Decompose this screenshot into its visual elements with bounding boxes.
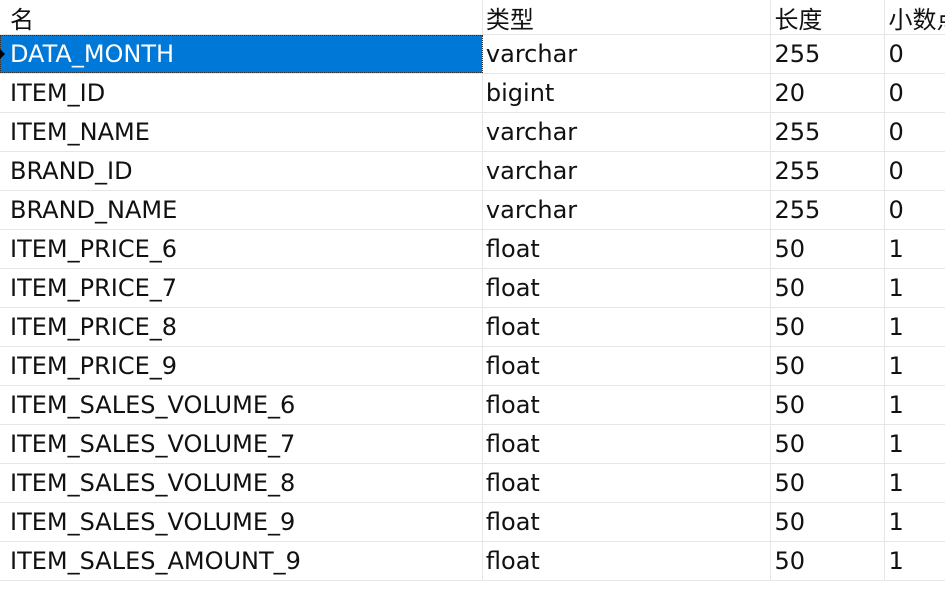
- field-type-cell[interactable]: float: [483, 425, 772, 463]
- field-type-cell[interactable]: float: [483, 386, 772, 424]
- field-length-cell[interactable]: 255: [771, 152, 886, 190]
- field-name-cell[interactable]: DATA_MONTH: [0, 35, 483, 73]
- field-type-cell[interactable]: float: [483, 503, 772, 541]
- field-decimals-cell[interactable]: 1: [888, 274, 904, 302]
- field-decimals-cell[interactable]: 1: [888, 313, 904, 341]
- field-type-cell[interactable]: float: [483, 464, 772, 502]
- field-type-cell[interactable]: float: [483, 542, 772, 580]
- field-decimals-cell[interactable]: 0: [888, 157, 904, 185]
- header-length[interactable]: 长度: [771, 0, 886, 34]
- field-name-cell[interactable]: BRAND_ID: [0, 152, 483, 190]
- field-name-cell[interactable]: ITEM_PRICE_6: [0, 230, 483, 268]
- field-decimals-cell[interactable]: 1: [888, 352, 904, 380]
- header-name[interactable]: 名: [0, 0, 483, 34]
- field-type-cell[interactable]: varchar: [483, 191, 772, 229]
- field-type-cell[interactable]: bigint: [483, 74, 772, 112]
- table-row[interactable]: ITEM_PRICE_6 float 50 1: [0, 230, 945, 269]
- field-type-cell[interactable]: float: [483, 308, 772, 346]
- field-name-cell[interactable]: ITEM_PRICE_9: [0, 347, 483, 385]
- field-decimals-cell[interactable]: 1: [888, 547, 904, 575]
- table-row[interactable]: ITEM_SALES_VOLUME_7 float 50 1: [0, 425, 945, 464]
- field-name-cell[interactable]: ITEM_PRICE_8: [0, 308, 483, 346]
- table-row[interactable]: ITEM_SALES_VOLUME_6 float 50 1: [0, 386, 945, 425]
- table-row[interactable]: ITEM_PRICE_9 float 50 1: [0, 347, 945, 386]
- field-name-cell[interactable]: ITEM_ID: [0, 74, 483, 112]
- table-row[interactable]: ITEM_PRICE_7 float 50 1: [0, 269, 945, 308]
- field-decimals-cell[interactable]: 1: [888, 391, 904, 419]
- field-decimals-cell[interactable]: 1: [888, 430, 904, 458]
- table-row[interactable]: ITEM_SALES_VOLUME_9 float 50 1: [0, 503, 945, 542]
- table-row[interactable]: ITEM_NAME varchar 255 0: [0, 113, 945, 152]
- field-decimals-cell[interactable]: 1: [888, 469, 904, 497]
- field-type-cell[interactable]: float: [483, 230, 772, 268]
- field-length-cell[interactable]: 20: [771, 74, 886, 112]
- field-decimals-cell[interactable]: 1: [888, 235, 904, 263]
- field-decimals-cell[interactable]: 0: [888, 40, 904, 68]
- table-row[interactable]: BRAND_ID varchar 255 0: [0, 152, 945, 191]
- header-decimals[interactable]: 小数点: [888, 5, 945, 34]
- field-length-cell[interactable]: 50: [771, 347, 886, 385]
- field-length-cell[interactable]: 50: [771, 269, 886, 307]
- field-type-cell[interactable]: varchar: [483, 152, 772, 190]
- table-row[interactable]: ITEM_ID bigint 20 0: [0, 74, 945, 113]
- field-type-cell[interactable]: varchar: [483, 113, 772, 151]
- field-length-cell[interactable]: 50: [771, 425, 886, 463]
- table-row[interactable]: DATA_MONTH varchar 255 0: [0, 35, 945, 74]
- field-length-cell[interactable]: 50: [771, 386, 886, 424]
- field-type-cell[interactable]: float: [483, 269, 772, 307]
- field-length-cell[interactable]: 50: [771, 464, 886, 502]
- field-length-cell[interactable]: 50: [771, 230, 886, 268]
- table-row[interactable]: ITEM_SALES_VOLUME_8 float 50 1: [0, 464, 945, 503]
- field-name-cell[interactable]: ITEM_SALES_VOLUME_7: [0, 425, 483, 463]
- field-decimals-cell[interactable]: 0: [888, 79, 904, 107]
- table-row[interactable]: BRAND_NAME varchar 255 0: [0, 191, 945, 230]
- table-row[interactable]: ITEM_SALES_AMOUNT_9 float 50 1: [0, 542, 945, 581]
- field-name-cell[interactable]: ITEM_SALES_VOLUME_8: [0, 464, 483, 502]
- field-name-cell[interactable]: ITEM_PRICE_7: [0, 269, 483, 307]
- field-name-cell[interactable]: ITEM_SALES_VOLUME_6: [0, 386, 483, 424]
- field-type-cell[interactable]: float: [483, 347, 772, 385]
- field-length-cell[interactable]: 255: [771, 35, 886, 73]
- table-row[interactable]: ITEM_PRICE_8 float 50 1: [0, 308, 945, 347]
- field-length-cell[interactable]: 255: [771, 113, 886, 151]
- field-decimals-cell[interactable]: 0: [888, 118, 904, 146]
- field-decimals-cell[interactable]: 1: [888, 508, 904, 536]
- field-name-cell[interactable]: BRAND_NAME: [0, 191, 483, 229]
- field-name-cell[interactable]: ITEM_SALES_VOLUME_9: [0, 503, 483, 541]
- header-type[interactable]: 类型: [483, 0, 772, 34]
- field-length-cell[interactable]: 50: [771, 503, 886, 541]
- field-type-cell[interactable]: varchar: [483, 35, 772, 73]
- field-name-cell[interactable]: ITEM_NAME: [0, 113, 483, 151]
- current-row-indicator-icon: [0, 49, 5, 59]
- grid-header-row: 名 类型 长度 小数点: [0, 0, 945, 35]
- field-length-cell[interactable]: 50: [771, 308, 886, 346]
- field-decimals-cell[interactable]: 0: [888, 196, 904, 224]
- field-length-cell[interactable]: 50: [771, 542, 886, 580]
- field-name-cell[interactable]: ITEM_SALES_AMOUNT_9: [0, 542, 483, 580]
- field-length-cell[interactable]: 255: [771, 191, 886, 229]
